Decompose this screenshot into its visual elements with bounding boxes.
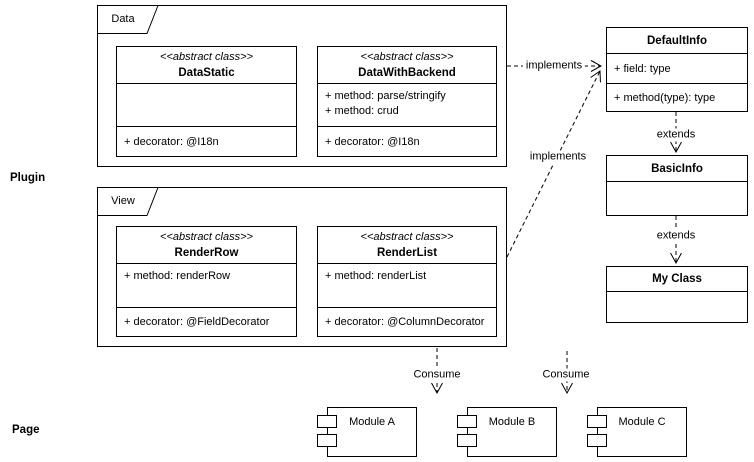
class-myclass-body-section	[607, 291, 747, 322]
class-datawithbackend-stereotype: <<abstract class>>	[360, 51, 454, 63]
class-datawithbackend-methods-section: + method: parse/stringify + method: crud	[318, 83, 496, 126]
class-renderrow-decorator-section: + decorator: @FieldDecorator	[117, 307, 296, 336]
class-basicinfo: BasicInfo	[606, 155, 748, 216]
class-datawithbackend-title: <<abstract class>> DataWithBackend	[318, 47, 496, 83]
class-datastatic: <<abstract class>> DataStatic + decorato…	[116, 46, 297, 157]
edge-label-consume-left: Consume	[410, 368, 464, 382]
class-datastatic-title: <<abstract class>> DataStatic	[117, 47, 296, 83]
region-label-page: Page	[12, 424, 40, 436]
package-data-label: Data	[111, 13, 135, 25]
class-datawithbackend-name: DataWithBackend	[358, 67, 456, 79]
component-module-c-port-2	[587, 434, 607, 447]
edge-label-implements-view: implements	[526, 150, 590, 164]
component-module-a-port-1	[317, 415, 337, 428]
class-datawithbackend-method-1: + method: parse/stringify	[325, 90, 446, 102]
class-basicinfo-title: BasicInfo	[607, 156, 747, 181]
region-label-plugin: Plugin	[10, 172, 46, 184]
component-module-b: Module B	[467, 407, 557, 457]
class-basicinfo-name: BasicInfo	[651, 162, 703, 175]
class-defaultinfo-title: DefaultInfo	[607, 28, 747, 53]
class-myclass-title: My Class	[607, 267, 747, 291]
class-myclass-name: My Class	[652, 273, 702, 285]
component-module-b-port-2	[457, 434, 477, 447]
class-renderrow-method-1: + method: renderRow	[124, 270, 231, 282]
implements-edge-view-to-defaultinfo	[506, 71, 600, 258]
class-renderlist: <<abstract class>> RenderList + method: …	[317, 226, 497, 337]
class-renderrow-stereotype: <<abstract class>>	[160, 231, 253, 243]
component-module-a-label: Module A	[349, 416, 395, 428]
class-renderlist-name: RenderList	[376, 247, 438, 259]
class-renderlist-methods-section: + method: renderList	[318, 263, 496, 307]
component-module-b-label: Module B	[488, 416, 536, 428]
edge-label-implements-data: implements	[522, 59, 586, 73]
class-renderlist-method-1: + method: renderList	[325, 270, 427, 282]
class-datastatic-stereotype: <<abstract class>>	[160, 51, 253, 63]
class-datawithbackend: <<abstract class>> DataWithBackend + met…	[317, 46, 497, 157]
component-module-c: Module C	[597, 407, 687, 457]
package-data	[97, 5, 507, 167]
component-module-a: Module A	[327, 407, 417, 457]
class-defaultinfo-name: DefaultInfo	[646, 34, 708, 47]
package-view-label: View	[111, 195, 135, 207]
edge-label-consume-right: Consume	[539, 368, 593, 382]
class-renderlist-decorator: + decorator: @ColumnDecorator	[325, 316, 485, 328]
class-datastatic-name: DataStatic	[178, 67, 235, 79]
class-defaultinfo-field-1: + field: type	[614, 62, 671, 75]
component-module-c-label: Module C	[618, 416, 666, 428]
class-datastatic-methods-section	[117, 83, 296, 126]
component-module-b-port-1	[457, 415, 477, 428]
class-renderrow: <<abstract class>> RenderRow + method: r…	[116, 226, 297, 337]
class-datastatic-decorator-section: + decorator: @I18n	[117, 126, 296, 156]
class-renderlist-decorator-section: + decorator: @ColumnDecorator	[318, 307, 496, 336]
class-defaultinfo-methods-section: + method(type): type	[607, 83, 747, 111]
class-renderrow-methods-section: + method: renderRow	[117, 263, 296, 307]
class-defaultinfo: DefaultInfo + field: type + method(type)…	[606, 27, 748, 112]
class-datawithbackend-decorator: + decorator: @I18n	[325, 135, 420, 148]
component-module-c-port-1	[587, 415, 607, 428]
class-renderrow-name: RenderRow	[174, 247, 239, 259]
class-renderlist-stereotype: <<abstract class>>	[360, 231, 454, 243]
class-datawithbackend-method-2: + method: crud	[325, 105, 399, 117]
package-view	[97, 187, 507, 347]
edge-label-extends-2: extends	[653, 229, 699, 243]
class-renderrow-title: <<abstract class>> RenderRow	[117, 227, 296, 263]
class-datawithbackend-decorator-section: + decorator: @I18n	[318, 126, 496, 156]
class-defaultinfo-method-1: + method(type): type	[614, 91, 716, 104]
component-module-a-port-2	[317, 434, 337, 447]
edge-label-extends-1: extends	[653, 128, 699, 142]
class-myclass: My Class	[606, 266, 748, 323]
class-defaultinfo-fields-section: + field: type	[607, 53, 747, 83]
class-basicinfo-body-section	[607, 181, 747, 215]
class-renderlist-title: <<abstract class>> RenderList	[318, 227, 496, 263]
class-datastatic-decorator: + decorator: @I18n	[124, 135, 219, 148]
class-renderrow-decorator: + decorator: @FieldDecorator	[124, 316, 270, 328]
